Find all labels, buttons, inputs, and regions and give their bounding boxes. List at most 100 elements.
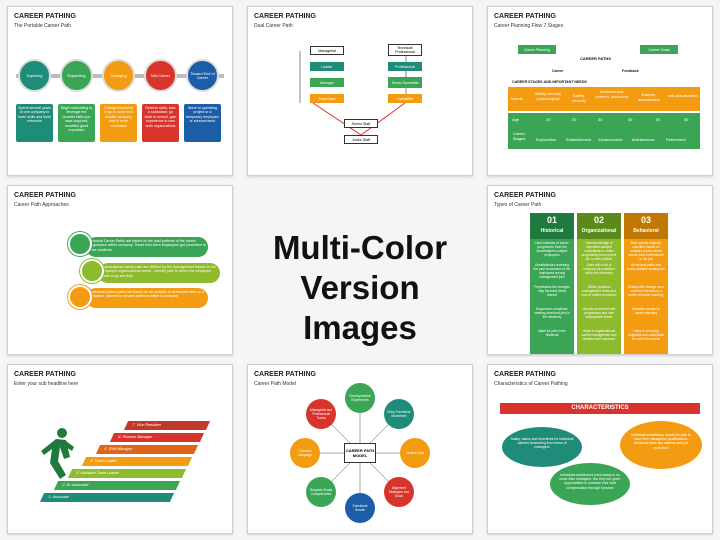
slide-subtitle: Enter your sub headline here <box>14 381 79 387</box>
need-item: Achievement, esteem, autonomy <box>595 89 629 99</box>
type-cell: Sequences comprised, creating dead-end j… <box>534 307 570 319</box>
slide-title: CAREER PATHING <box>494 13 556 20</box>
column-number: 02 <box>593 215 604 225</box>
slide-subtitle: Characteristics of Career Pathing <box>494 381 568 387</box>
left-track-box: Leader <box>310 62 344 71</box>
flow-label: Feedback <box>622 69 639 73</box>
path-arrows <box>299 51 407 136</box>
type-cell: Skilled positions management views and l… <box>581 285 617 297</box>
stage-note: Refresh skills, take a sabbatical, go ba… <box>142 104 179 142</box>
climbing-person-icon <box>41 428 74 479</box>
age-value: 20 <box>546 117 551 122</box>
slide-career-path-approaches[interactable]: CAREER PATHING Career Path Approaches Hi… <box>7 185 233 355</box>
stage-note: Begin networking to leverage the broader… <box>58 104 95 142</box>
characteristic-bubble: Individual contributors should be able t… <box>620 421 702 469</box>
age-value: 55 <box>656 117 661 122</box>
left-track-box: Manager <box>310 78 344 87</box>
age-value: 45 <box>628 117 633 122</box>
slide-career-path-model[interactable]: CAREER PATHING Career Path Model CAREER … <box>247 364 473 534</box>
approach-item: Historical Career Paths are based on the… <box>86 237 208 257</box>
slide-characteristics[interactable]: CAREER PATHING Characteristics of Career… <box>487 364 713 534</box>
column-name: Historical <box>540 228 564 234</box>
step-label: 5. Shift Manager <box>95 445 199 454</box>
stage-circle: Expanding <box>60 59 93 92</box>
bottom-box: Junior Staff <box>344 135 378 144</box>
stage-item: Exploration <box>536 137 557 142</box>
type-cell: Usually concerned with progression and n… <box>582 307 616 319</box>
age-bar <box>508 113 700 149</box>
stage-item: Advancement <box>598 137 623 142</box>
age-value: 65 <box>684 117 689 122</box>
slide-career-steps[interactable]: CAREER PATHING Enter your sub headline h… <box>7 364 233 534</box>
type-cell: Behavioral paths that easily facilitate … <box>627 263 665 271</box>
stage-note: Spend several years at one company to le… <box>16 104 53 142</box>
type-cell: Situations shows for career planning <box>631 307 661 315</box>
stage-circle: Mid-Career <box>144 59 177 92</box>
characteristics-heading: CHARACTERISTICS <box>500 403 700 414</box>
model-node: Functional Growth <box>345 493 375 523</box>
type-cell: Ends with a list of company job position… <box>583 263 615 275</box>
slide-title: CAREER PATHING <box>254 13 316 20</box>
need-item: self-actualization <box>668 93 698 98</box>
age-value: 25 <box>572 117 577 122</box>
needs-bar <box>508 87 700 111</box>
need-item: Safety, security <box>572 93 586 103</box>
characteristic-bubble: Individual contributors have salary is n… <box>550 463 630 505</box>
model-node: Common Language <box>290 438 320 468</box>
model-node: Requires Broad Competencies <box>306 476 337 507</box>
column-name: Behavioral <box>633 228 659 234</box>
model-node: Entry Functional Movement <box>383 399 414 430</box>
type-cell: Uses histories of career progression fro… <box>535 241 569 257</box>
left-track-box: Supervisor <box>310 94 344 103</box>
slide-title: CAREER PATHING <box>14 371 76 378</box>
slide-title: CAREER PATHING <box>254 371 316 378</box>
model-node: Vertical Jobs <box>400 438 430 468</box>
people-icon <box>68 285 92 309</box>
approach-item: Behavioral career paths are based on an … <box>86 288 208 308</box>
stage-item: Retirement <box>666 137 686 142</box>
slide-subtitle: Dual Career Path <box>254 23 293 29</box>
column-name: Organizational <box>581 228 617 234</box>
approach-item: Organizational career path are defined b… <box>98 263 220 283</box>
column-behavioral <box>624 213 668 354</box>
section-heading: CAREER STAGES AND IMPORTANT NEEDS <box>512 80 587 84</box>
slide-career-planning-flow[interactable]: CAREER PATHING Career Planning Flow 7 St… <box>487 6 713 176</box>
characteristic-bubble: Salary, status and incentives for indivi… <box>502 427 582 467</box>
slide-dual-career-path[interactable]: CAREER PATHING Dual Career Path Manageri… <box>247 6 473 176</box>
flow-box: Career Goals <box>640 45 678 54</box>
needs-label: Needs <box>511 96 523 101</box>
model-node: Managerial and Professional Tracks <box>306 399 337 430</box>
slide-subtitle: Career Path Model <box>254 381 296 387</box>
building-icon <box>68 232 92 256</box>
slide-title: CAREER PATHING <box>14 13 76 20</box>
type-cell: Make for jobs in the historical <box>538 329 566 337</box>
model-node: Alignment Strategies and Goals <box>383 476 414 507</box>
step-label: 4. Team Leader <box>81 457 193 466</box>
step-label: 3. Assistant Team Leader <box>67 469 187 478</box>
type-cell: Uses knowledge of experts/ex-subject con… <box>581 241 617 261</box>
need-item: Safety security physiological <box>534 91 562 101</box>
column-historical <box>530 213 574 354</box>
step-label: 6. Process Manager <box>109 433 205 442</box>
slide-title: CAREER PATHING <box>14 192 76 199</box>
slide-types-of-career-path[interactable]: CAREER PATHING Types of Career Path 01 0… <box>487 185 713 355</box>
right-track-box: Senior Specialist <box>388 77 422 88</box>
model-node: Developmental Experiences <box>345 383 375 413</box>
type-cell: Enables the change more common interests… <box>627 285 665 297</box>
slide-subtitle: Career Path Approaches <box>14 202 69 208</box>
column-number: 01 <box>546 215 557 225</box>
bottom-box: Senior Staff <box>344 119 378 128</box>
need-item: Esteem, actualization <box>637 92 661 102</box>
slide-portable-career-path[interactable]: CAREER PATHING The Portable Career Path … <box>7 6 233 176</box>
type-cell: Built and are logically specified, based… <box>628 241 664 261</box>
type-cell: Helps in organizational career managemen… <box>581 329 617 341</box>
column-number: 03 <box>640 215 651 225</box>
center-heading: Multi-Color Version Images <box>240 228 480 348</box>
stage-item: Maintenance <box>632 137 655 142</box>
right-track-box: Specialist <box>388 94 422 103</box>
slide-subtitle: Types of Career Path <box>494 202 542 208</box>
slide-title: CAREER PATHING <box>494 192 556 199</box>
stage-circle: Exploring <box>18 59 51 92</box>
stage-note: Move to operating project or a temporary… <box>184 104 221 142</box>
organization-icon <box>80 259 104 283</box>
